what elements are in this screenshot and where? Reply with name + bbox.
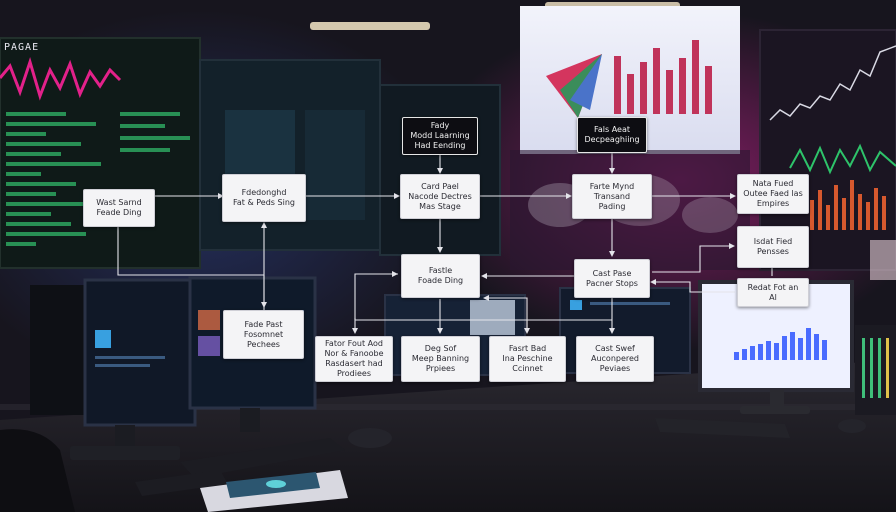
- node-bottom-2: Deg Sof Meep Banning Prpiees: [401, 336, 480, 382]
- edge-output-bot-right-mid: [652, 281, 735, 293]
- edge-center-loop: [354, 273, 398, 320]
- edge-input-loop: [117, 227, 264, 276]
- node-center: Fastle Foade Ding: [401, 254, 480, 298]
- edge-b3-center: [485, 297, 528, 332]
- node-output-mid: Isdat Fied Pensses: [737, 226, 809, 268]
- monitor-label: PAGAE: [4, 42, 40, 53]
- diagram-arrowheads: [218, 168, 736, 334]
- node-model-title: Fady Modd Laarning Had Eending: [402, 117, 478, 155]
- node-right-mid: Cast Pase Pacner Stops: [574, 259, 650, 298]
- edge-right-mid-output-mid: [652, 245, 733, 273]
- node-output-bot: Redat Fot an Al: [737, 278, 809, 307]
- node-bottom-1: Fator Fout Aod Nor & Fanoobe Rasdasert h…: [315, 336, 393, 382]
- node-feed: Fdedonghd Fat & Peds Sing: [222, 174, 306, 222]
- node-deep-title: Fals Aeat Decpeaghiing: [577, 117, 647, 153]
- node-output-top: Nata Fued Outee Faed las Empires: [737, 174, 809, 214]
- node-bottom-3: Fasrt Bad Ina Peschine Ccinnet: [489, 336, 566, 382]
- node-core: Card Pael Nacode Dectres Mas Stage: [400, 174, 480, 219]
- node-bottom-4: Cast Swef Auconpered Peviaes: [576, 336, 654, 382]
- node-pipeline: Farte Mynd Transand Pading: [572, 174, 652, 219]
- node-left-low: Fade Past Fosomnet Pechees: [223, 310, 304, 359]
- node-input: Wast Sarnd Feade Ding: [83, 189, 155, 227]
